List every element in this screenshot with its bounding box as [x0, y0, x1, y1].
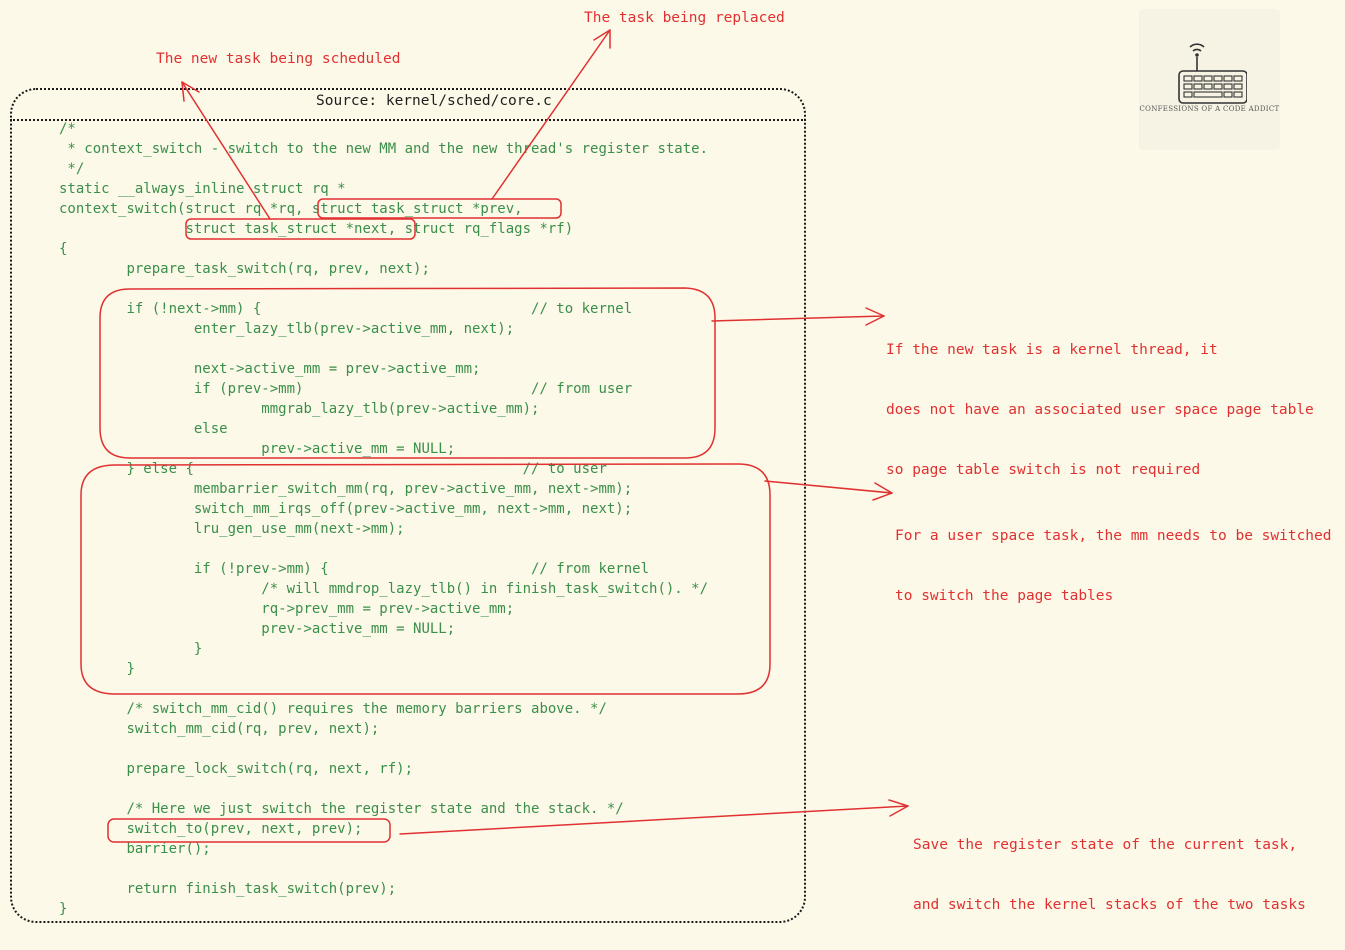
code-line: /* Here we just switch the register stat… — [59, 801, 624, 817]
code-line: context_switch(struct rq *rq, struct tas… — [59, 201, 523, 217]
code-line: rq->prev_mm = prev->active_mm; — [59, 601, 515, 617]
source-label: Source: kernel/sched/core.c — [316, 93, 552, 109]
new-task-annotation: The new task being scheduled — [156, 51, 401, 67]
code-line: /* will mmdrop_lazy_tlb() in finish_task… — [59, 581, 709, 597]
kernel-thread-note-line: does not have an associated user space p… — [886, 402, 1314, 418]
kernel-thread-note-line: If the new task is a kernel thread, it — [886, 342, 1218, 358]
code-line: prev->active_mm = NULL; — [59, 441, 456, 457]
code-line — [59, 279, 708, 299]
code-line — [59, 739, 708, 759]
code-line: } — [59, 661, 135, 677]
logo: CONFESSIONS OF A CODE ADDICT — [1139, 9, 1280, 150]
code-line: switch_mm_cid(rq, prev, next); — [59, 721, 380, 737]
switch-to-note-line: and switch the kernel stacks of the two … — [913, 897, 1306, 913]
switch-to-note-line: Save the register state of the current t… — [913, 837, 1298, 853]
arrowhead-replaced-task — [593, 29, 611, 49]
arrowhead-switch-note — [888, 799, 909, 817]
code-line: if (prev->mm) // from user — [59, 381, 633, 397]
code-line: enter_lazy_tlb(prev->active_mm, next); — [59, 321, 515, 337]
code-line: barrier(); — [59, 841, 211, 857]
switch-to-annotation: Save the register state of the current t… — [913, 795, 1306, 935]
user-task-annotation: For a user space task, the mm needs to b… — [895, 486, 1332, 626]
code-line: return finish_task_switch(prev); — [59, 881, 397, 897]
logo-text: CONFESSIONS OF A CODE ADDICT — [1139, 105, 1280, 113]
code-line — [59, 679, 708, 699]
code-line: if (!next->mm) { // to kernel — [59, 301, 633, 317]
code-line: struct task_struct *next, struct rq_flag… — [59, 221, 574, 237]
code-line — [59, 339, 708, 359]
code-line: /* — [59, 121, 76, 137]
code-line: */ — [59, 161, 85, 177]
code-line: if (!prev->mm) { // from kernel — [59, 561, 650, 577]
code-line: mmgrab_lazy_tlb(prev->active_mm); — [59, 401, 540, 417]
kernel-thread-annotation: If the new task is a kernel thread, it d… — [886, 300, 1314, 500]
code-line: lru_gen_use_mm(next->mm); — [59, 521, 405, 537]
user-task-note-line: For a user space task, the mm needs to b… — [895, 528, 1332, 544]
keyboard-wifi-icon — [1178, 43, 1247, 104]
code-line — [59, 859, 708, 879]
code-line: switch_mm_irqs_off(prev->active_mm, next… — [59, 501, 633, 517]
code-line: } else { // to user — [59, 461, 607, 477]
code-line: static __always_inline struct rq * — [59, 181, 346, 197]
code-line: next->active_mm = prev->active_mm; — [59, 361, 481, 377]
code-line: prev->active_mm = NULL; — [59, 621, 456, 637]
code-line: else — [59, 421, 228, 437]
code-line: } — [59, 901, 68, 917]
code-frame — [10, 88, 806, 923]
code-line: /* switch_mm_cid() requires the memory b… — [59, 701, 607, 717]
code-line — [59, 539, 708, 559]
code-line: membarrier_switch_mm(rq, prev->active_mm… — [59, 481, 633, 497]
code-line: prepare_lock_switch(rq, next, rf); — [59, 761, 414, 777]
kernel-thread-note-line: so page table switch is not required — [886, 462, 1201, 478]
code-header-divider — [10, 119, 806, 121]
code-line: prepare_task_switch(rq, prev, next); — [59, 261, 430, 277]
code-line: * context_switch - switch to the new MM … — [59, 141, 709, 157]
user-task-note-line: to switch the page tables — [895, 588, 1114, 604]
replaced-task-annotation: The task being replaced — [584, 10, 785, 26]
code-listing: /* * context_switch - switch to the new … — [59, 119, 708, 919]
code-line: switch_to(prev, next, prev); — [59, 821, 363, 837]
arrowhead-kernel-note — [865, 307, 885, 326]
code-line: } — [59, 641, 203, 657]
code-line: { — [59, 241, 68, 257]
code-line — [59, 779, 708, 799]
